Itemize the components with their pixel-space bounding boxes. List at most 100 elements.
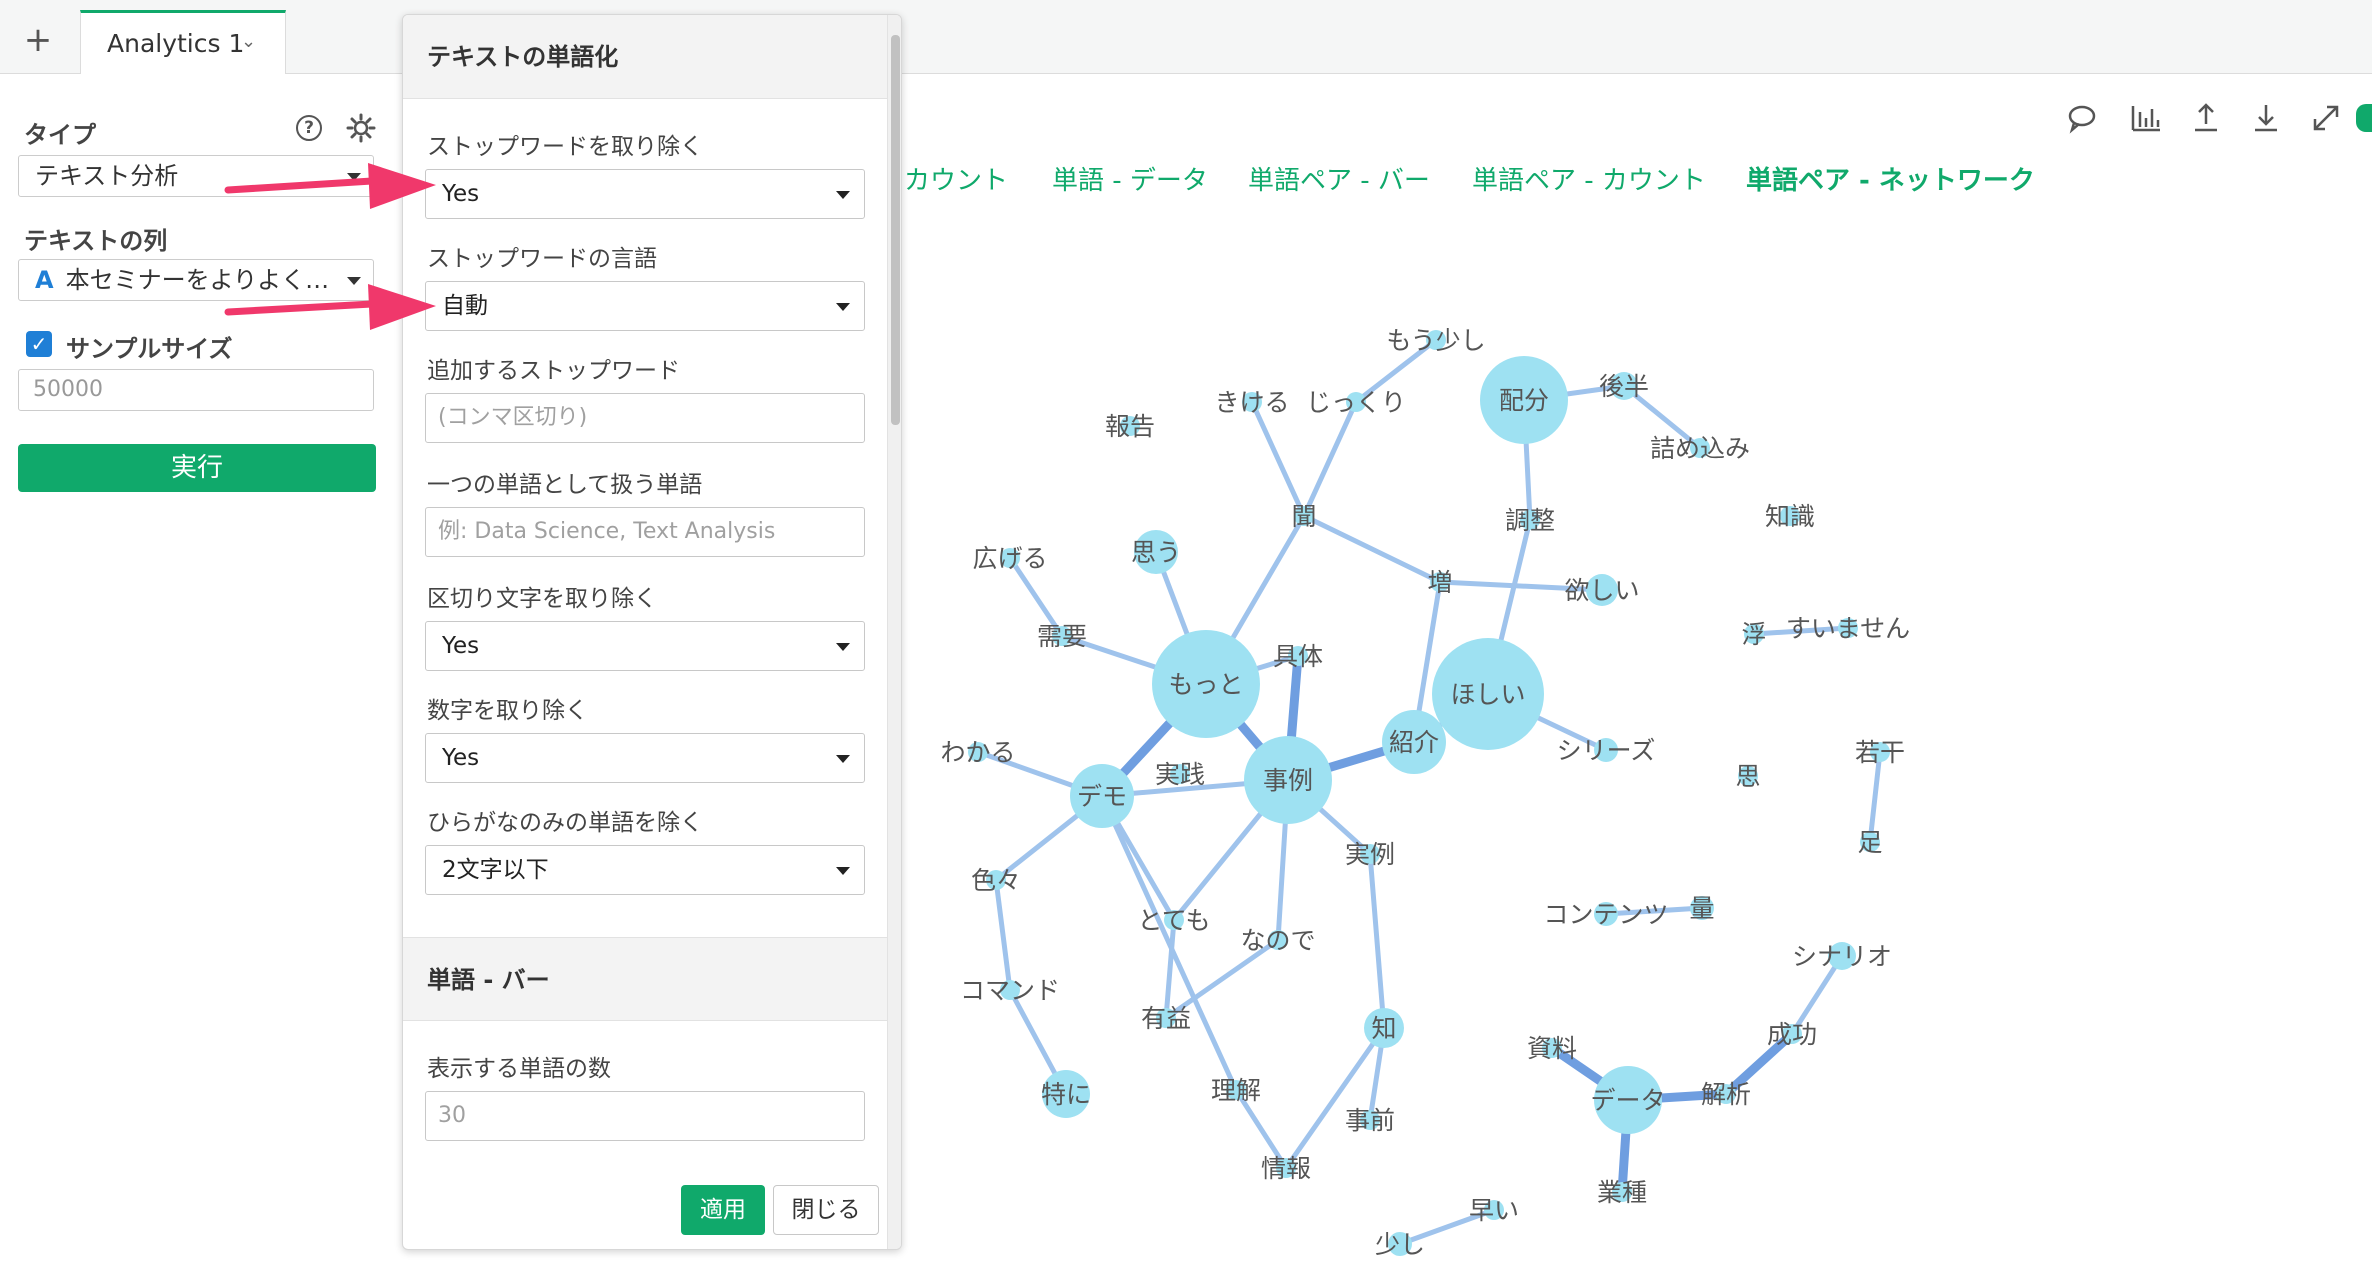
network-node[interactable] — [1226, 1080, 1246, 1100]
network-node[interactable] — [1430, 572, 1450, 592]
subtab-pair-count[interactable]: 単語ペア - カウント — [1472, 166, 1706, 196]
network-node[interactable] — [1000, 548, 1020, 568]
network-node[interactable] — [1152, 630, 1260, 738]
network-node[interactable] — [1288, 646, 1308, 666]
network-node-label: もう少し — [1386, 326, 1485, 355]
network-edge — [1163, 917, 1177, 1021]
expand-icon[interactable] — [2308, 100, 2344, 136]
apply-button[interactable]: 適用 — [681, 1185, 765, 1235]
sample-size-checkbox[interactable]: ✓ — [26, 331, 52, 357]
download-icon[interactable] — [2248, 100, 2284, 136]
remove-stopwords-select[interactable]: Yes — [425, 169, 865, 219]
network-node-label: 増 — [1427, 568, 1452, 597]
network-node[interactable] — [1480, 356, 1568, 444]
dialog-title: テキストの単語化 — [403, 15, 887, 99]
network-node[interactable] — [1156, 1008, 1176, 1028]
network-node[interactable] — [1782, 1024, 1802, 1044]
network-node[interactable] — [1690, 438, 1710, 458]
sample-size-input[interactable]: 50000 — [18, 369, 374, 411]
network-node-label: 欲しい — [1564, 576, 1639, 605]
network-node[interactable] — [1294, 506, 1314, 526]
network-node[interactable] — [1360, 1110, 1380, 1130]
network-node[interactable] — [1860, 832, 1880, 852]
network-node[interactable] — [1134, 530, 1178, 574]
num-words-input[interactable]: 30 — [425, 1091, 865, 1141]
network-node[interactable] — [1276, 1158, 1296, 1178]
subtab-pair-bar[interactable]: 単語ペア - バー — [1248, 166, 1430, 196]
run-button[interactable]: 実行 — [18, 444, 376, 492]
comment-icon[interactable] — [2064, 100, 2100, 136]
network-node[interactable] — [1120, 416, 1140, 436]
network-node[interactable] — [1610, 372, 1638, 400]
export-icon[interactable] — [2188, 100, 2224, 136]
add-tab-button[interactable]: + — [23, 20, 53, 60]
network-node[interactable] — [1838, 618, 1858, 638]
gear-icon[interactable] — [344, 111, 378, 145]
network-node[interactable] — [1360, 844, 1380, 864]
network-node[interactable] — [1268, 930, 1288, 950]
network-node[interactable] — [1382, 710, 1446, 774]
word-bar-section-title: 単語 - バー — [403, 937, 887, 1021]
network-node[interactable] — [968, 742, 988, 762]
network-node[interactable] — [1690, 896, 1714, 920]
network-edge — [1233, 1087, 1289, 1171]
network-node-label: 配分 — [1499, 386, 1549, 415]
network-node-label: 少し — [1375, 1230, 1425, 1259]
network-node[interactable] — [1052, 626, 1072, 646]
network-node[interactable] — [1242, 392, 1262, 412]
network-edge — [1603, 905, 1705, 917]
network-node[interactable] — [1364, 1008, 1404, 1048]
network-edge — [1397, 1207, 1497, 1247]
network-node[interactable] — [1484, 1200, 1504, 1220]
compound-words-input[interactable]: 例: Data Science, Text Analysis — [425, 507, 865, 557]
network-node[interactable] — [1170, 764, 1190, 784]
network-edge — [1163, 937, 1281, 1021]
remove-hiragana-select[interactable]: 2文字以下 — [425, 845, 865, 895]
network-node[interactable] — [1388, 1232, 1412, 1256]
subtab-count[interactable]: カウント — [904, 166, 1009, 196]
remove-numbers-select[interactable]: Yes — [425, 733, 865, 783]
network-node[interactable] — [1586, 574, 1618, 606]
tab-analytics-1[interactable]: Analytics 1 ⌄ — [80, 10, 286, 74]
chevron-down-icon[interactable]: ⌄ — [241, 31, 257, 52]
network-node-label: 知識 — [1765, 502, 1815, 531]
network-node[interactable] — [1542, 1038, 1562, 1058]
network-node[interactable] — [1612, 1182, 1632, 1202]
network-node[interactable] — [1070, 764, 1134, 828]
network-node[interactable] — [1042, 1070, 1090, 1118]
network-edge — [1789, 953, 1845, 1037]
network-node-label: ほしい — [1450, 680, 1525, 709]
network-node[interactable] — [1244, 736, 1332, 824]
network-node[interactable] — [1828, 942, 1856, 970]
subtab-pair-network[interactable]: 単語ペア - ネットワーク — [1746, 166, 2035, 196]
network-node[interactable] — [1594, 902, 1618, 926]
network-node[interactable] — [1594, 738, 1618, 762]
remove-punctuation-select[interactable]: Yes — [425, 621, 865, 671]
network-node[interactable] — [1716, 1084, 1736, 1104]
network-node[interactable] — [1000, 980, 1020, 1000]
network-node[interactable] — [1870, 742, 1890, 762]
bar-chart-icon[interactable] — [2128, 100, 2164, 136]
scrollbar-thumb[interactable] — [891, 35, 900, 425]
add-stopwords-input[interactable]: (コンマ区切り) — [425, 393, 865, 443]
dialog-scrollbar[interactable] — [887, 15, 901, 1249]
network-node[interactable] — [1346, 392, 1366, 412]
network-node[interactable] — [1744, 624, 1764, 644]
subtab-word-data[interactable]: 単語 - データ — [1052, 166, 1208, 196]
network-node[interactable] — [1738, 766, 1758, 786]
close-button[interactable]: 閉じる — [773, 1185, 879, 1235]
network-node[interactable] — [1780, 506, 1800, 526]
side-toggle[interactable] — [2356, 104, 2372, 132]
network-edge — [1099, 793, 1239, 1093]
network-node[interactable] — [1426, 330, 1446, 350]
question-circle-icon[interactable]: ? — [296, 115, 322, 141]
network-node-label: 量 — [1689, 894, 1714, 923]
network-node[interactable] — [1520, 510, 1540, 530]
network-node[interactable] — [1432, 638, 1544, 750]
network-node[interactable] — [1594, 1066, 1662, 1134]
network-node-label: 理解 — [1211, 1076, 1261, 1105]
network-node[interactable] — [986, 870, 1006, 890]
network-node[interactable] — [1164, 910, 1184, 930]
stopword-language-select[interactable]: 自動 — [425, 281, 865, 331]
